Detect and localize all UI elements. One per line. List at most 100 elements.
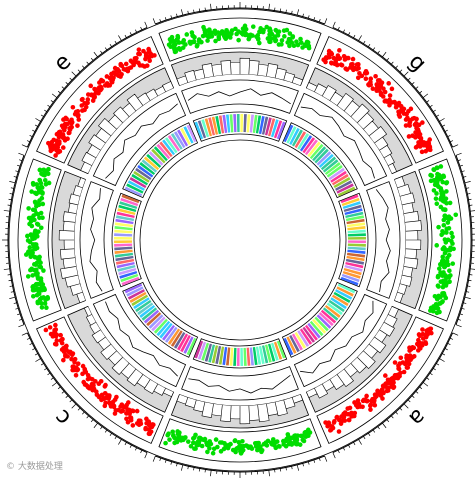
data-point (428, 172, 433, 178)
data-point (196, 435, 202, 441)
tick-mark (129, 444, 132, 448)
ideogram-band (177, 333, 189, 351)
data-point (282, 34, 287, 39)
data-point (368, 407, 373, 412)
ideogram-band (309, 143, 324, 160)
ideogram-band (312, 318, 327, 334)
tick-mark (467, 193, 471, 195)
tick-mark (447, 343, 451, 345)
data-point (42, 178, 48, 183)
data-point (118, 61, 124, 67)
tick-mark (348, 32, 351, 36)
data-point (323, 420, 328, 425)
data-point (419, 140, 425, 145)
ideogram-band (114, 233, 133, 237)
data-point (53, 322, 58, 328)
ideogram-band (197, 120, 207, 139)
ideogram-band (324, 162, 341, 176)
ideogram-band (333, 291, 351, 303)
data-point (445, 255, 450, 261)
data-point (436, 284, 441, 289)
data-point (385, 381, 390, 386)
ideogram-band (330, 170, 347, 183)
tick-mark (468, 198, 472, 201)
ideogram-band (307, 322, 321, 339)
data-point (363, 76, 369, 81)
data-point (275, 33, 281, 38)
data-point (224, 27, 229, 33)
tick-mark (109, 433, 112, 436)
tick-mark (152, 18, 156, 25)
data-point (448, 273, 453, 278)
data-point (30, 242, 36, 247)
data-point (303, 434, 309, 439)
data-point (442, 293, 447, 298)
ideogram-band (156, 320, 171, 337)
data-point (246, 36, 252, 42)
data-point (404, 111, 409, 117)
data-point (30, 287, 36, 293)
data-point (31, 182, 36, 187)
data-point (65, 354, 71, 359)
data-point (205, 449, 210, 455)
tick-mark (10, 187, 14, 189)
tick-mark (461, 307, 465, 310)
ideogram-band (114, 225, 133, 231)
data-point (165, 432, 170, 438)
data-point (359, 73, 365, 79)
data-point (264, 24, 270, 30)
ideogram-band (115, 218, 134, 225)
data-point (353, 402, 359, 408)
data-point (440, 299, 445, 304)
tick-mark (318, 19, 321, 23)
tick-mark (466, 291, 470, 293)
ideogram-band (137, 302, 154, 316)
data-point (42, 301, 48, 306)
points-track (17, 158, 62, 322)
ideogram-band (211, 116, 219, 135)
data-point (85, 97, 91, 102)
data-point (99, 392, 105, 398)
sector-d-axis (7, 155, 25, 325)
data-point (424, 142, 430, 148)
data-point (70, 104, 76, 110)
data-point (355, 75, 361, 81)
sector-c: -3-2-10123c (21, 281, 199, 459)
data-point (343, 56, 349, 61)
data-point (258, 26, 263, 31)
data-point (289, 40, 295, 45)
data-point (102, 403, 108, 409)
ideogram-band (273, 341, 283, 360)
data-point (380, 383, 386, 389)
data-point (222, 440, 227, 446)
tick-mark (324, 18, 328, 25)
data-point (449, 230, 454, 236)
data-point (123, 404, 129, 410)
tick-mark (348, 444, 351, 448)
ideogram-band (162, 324, 176, 341)
data-point (350, 65, 355, 71)
data-point (67, 119, 73, 125)
tick-mark (124, 34, 127, 38)
data-point (287, 31, 293, 36)
tick-mark (15, 307, 19, 310)
data-point (167, 437, 172, 442)
data-point (196, 38, 202, 44)
ideogram-band (346, 255, 365, 262)
data-point (255, 36, 261, 41)
histogram-bars (80, 81, 174, 174)
data-point (67, 126, 72, 131)
ideogram-band (337, 186, 356, 197)
data-point (103, 382, 108, 388)
data-point (75, 123, 80, 128)
data-point (416, 132, 422, 138)
data-point (398, 370, 403, 376)
data-point (26, 249, 31, 254)
tick-mark (279, 468, 282, 472)
data-point (92, 86, 97, 92)
data-point (334, 62, 340, 68)
ideogram-band (264, 117, 272, 136)
tick-mark (35, 118, 41, 122)
tick-mark (86, 415, 89, 419)
